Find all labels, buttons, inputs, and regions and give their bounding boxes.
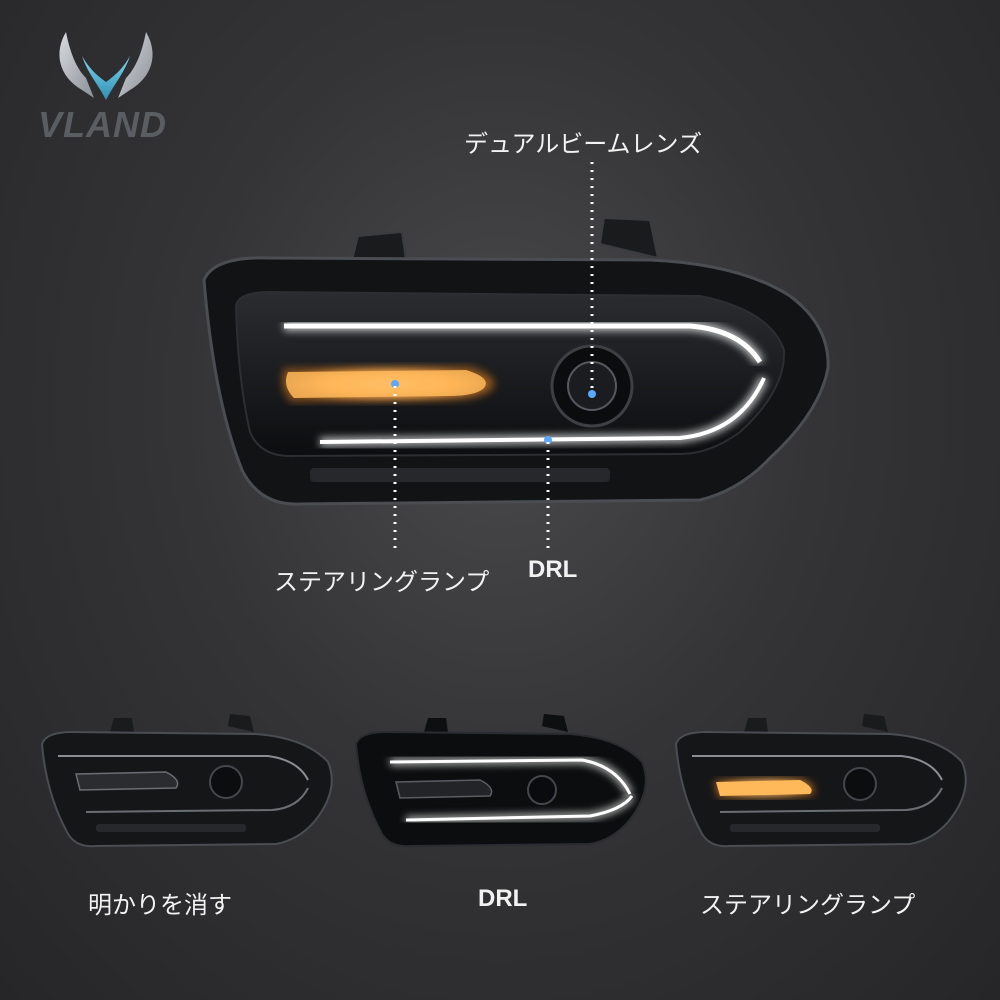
mode-label-drl: DRL	[478, 885, 528, 912]
callout-drl: DRL	[528, 556, 578, 583]
callout-dual-beam-lens: デュアルビームレンズ	[464, 130, 703, 158]
mode-drl-image	[354, 714, 647, 848]
brand-logo-text: VLAND	[38, 104, 167, 145]
callout-turn-signal: ステアリングランプ	[274, 568, 490, 596]
main-headlight-image	[202, 216, 830, 506]
vland-logo-icon	[59, 32, 153, 100]
mode-lights-off-image	[40, 714, 333, 848]
mode-turn-signal-image	[674, 714, 967, 848]
mode-label-turn-signal: ステアリングランプ	[700, 891, 916, 919]
mode-label-lights-off: 明かりを消す	[88, 891, 232, 919]
